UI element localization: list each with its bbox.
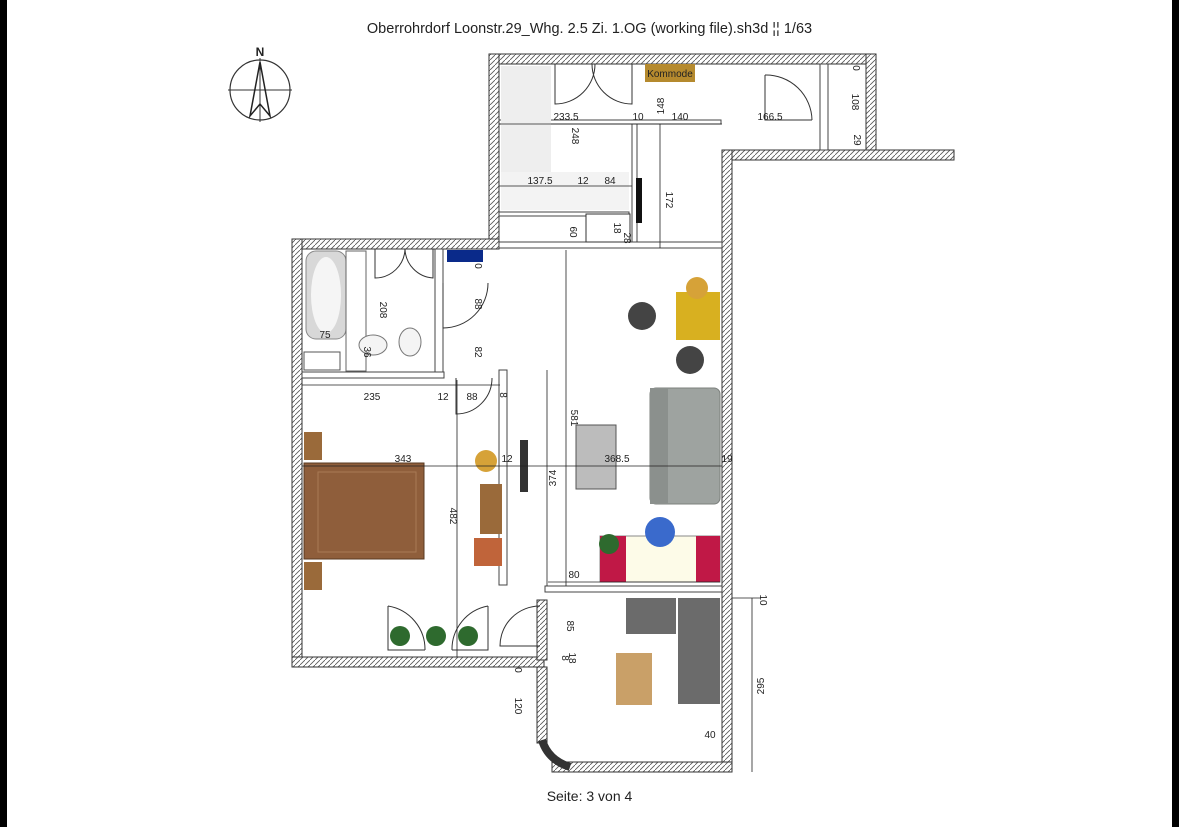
bed-cover bbox=[317, 471, 417, 553]
dimension-label: 18 bbox=[611, 222, 622, 234]
interior-walls bbox=[301, 63, 829, 593]
dimension-label: 343 bbox=[395, 454, 412, 465]
dimension-label: 28 bbox=[621, 232, 632, 244]
chair bbox=[686, 277, 708, 299]
document-title: Oberrohrdorf Loonstr.29_Whg. 2.5 Zi. 1.O… bbox=[366, 21, 813, 37]
closet bbox=[585, 213, 631, 243]
dimension-label: 581 bbox=[568, 410, 579, 427]
dimension-label: 19 bbox=[721, 454, 733, 465]
dimension-label: 60 bbox=[567, 226, 578, 238]
dimension-label: 295 bbox=[756, 677, 767, 694]
dimension-label: 8 bbox=[497, 392, 508, 398]
drawer bbox=[696, 536, 720, 582]
desk bbox=[480, 484, 502, 534]
blue-cabinet bbox=[447, 250, 483, 262]
bed bbox=[303, 462, 425, 560]
table bbox=[676, 292, 720, 340]
dimension-label: 233.5 bbox=[553, 112, 578, 123]
plant-icon bbox=[390, 626, 478, 646]
dimension-label: 374 bbox=[548, 469, 559, 486]
dimension-label: 12 bbox=[437, 392, 449, 403]
dimension-label: 84 bbox=[604, 176, 616, 187]
bathtub bbox=[305, 250, 347, 340]
dimension-label: 29 bbox=[851, 134, 862, 146]
office-chair bbox=[645, 517, 675, 547]
dimension-lines bbox=[302, 123, 760, 772]
dimension-label: 10 bbox=[632, 112, 644, 123]
corner-sofa bbox=[626, 598, 720, 704]
kommode-label: Kommode bbox=[647, 69, 693, 80]
dimension-label: 36 bbox=[361, 346, 372, 358]
side-table bbox=[616, 653, 652, 705]
coffee-table bbox=[575, 424, 617, 490]
dimension-label: 40 bbox=[704, 730, 716, 741]
dimension-label: 85 bbox=[564, 620, 575, 632]
dimension-label: 0 bbox=[512, 667, 523, 673]
nightstand bbox=[304, 562, 322, 590]
dimension-label: 137.5 bbox=[527, 176, 552, 187]
kitchen-island bbox=[501, 172, 629, 210]
dimension-label: 10 bbox=[757, 594, 768, 606]
document-page bbox=[7, 0, 1172, 827]
dimension-label: 12 bbox=[501, 454, 513, 465]
chair bbox=[475, 450, 497, 472]
person-icon bbox=[628, 302, 704, 374]
dimension-label: 18 bbox=[566, 652, 577, 664]
north-arrow-icon: N bbox=[228, 45, 292, 122]
dimension-label: 208 bbox=[377, 302, 388, 319]
dimension-label: 235 bbox=[364, 392, 381, 403]
dimension-label: 140 bbox=[672, 112, 689, 123]
drawer bbox=[474, 538, 502, 566]
dimension-label: 75 bbox=[319, 330, 331, 341]
dimension-label: 88 bbox=[466, 392, 478, 403]
dimension-label: 0 bbox=[850, 65, 861, 71]
bay-wall bbox=[538, 738, 572, 771]
tv bbox=[636, 178, 642, 223]
washing-machine bbox=[303, 351, 341, 371]
doors bbox=[374, 63, 813, 651]
sofa bbox=[649, 387, 721, 505]
dimension-label: 8 bbox=[559, 655, 570, 661]
toilet bbox=[398, 327, 422, 357]
dimension-label: 0 bbox=[472, 263, 483, 269]
sink bbox=[358, 334, 388, 356]
dimension-label: 172 bbox=[663, 192, 674, 209]
dimension-label: 166.5 bbox=[757, 112, 782, 123]
plant-icon bbox=[599, 534, 619, 554]
dimension-label: 88 bbox=[472, 298, 483, 310]
dimension-label: 148 bbox=[656, 97, 667, 114]
dimension-label: 120 bbox=[512, 698, 523, 715]
dimension-label: 80 bbox=[568, 570, 580, 581]
page-footer: Seite: 3 von 4 bbox=[546, 788, 633, 804]
dimension-label: 368.5 bbox=[604, 454, 629, 465]
kommode bbox=[645, 64, 695, 82]
dimension-label: 482 bbox=[447, 508, 458, 525]
dimension-label: 248 bbox=[569, 128, 580, 145]
dimension-label: 82 bbox=[472, 346, 483, 358]
nightstand bbox=[304, 432, 322, 460]
dimension-label: 12 bbox=[577, 176, 589, 187]
dimension-label: 108 bbox=[849, 94, 860, 111]
north-label: N bbox=[256, 45, 265, 59]
